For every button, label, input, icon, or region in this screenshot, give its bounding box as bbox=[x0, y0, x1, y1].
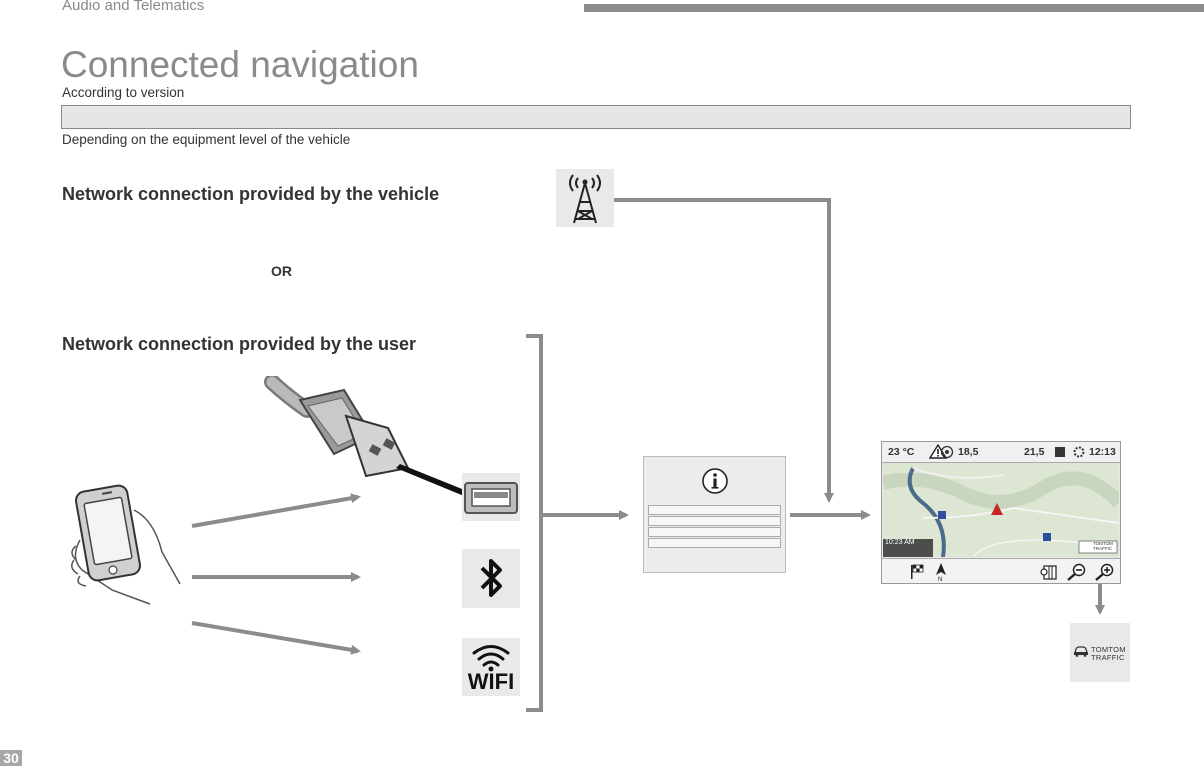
user-connection-heading: Network connection provided by the user bbox=[62, 334, 417, 354]
wifi-label: WIFI bbox=[467, 669, 515, 694]
bluetooth-box bbox=[462, 549, 520, 608]
page-number: 30 bbox=[0, 750, 22, 766]
info-row bbox=[648, 538, 781, 548]
map-view: 10:23 AM TOMTOM TRAFFIC bbox=[882, 463, 1120, 558]
screen-toolbar: N bbox=[882, 558, 1120, 583]
zoom-out-icon[interactable] bbox=[1066, 563, 1086, 581]
version-band bbox=[61, 105, 1131, 129]
signal-icon bbox=[940, 445, 954, 459]
map-graphic bbox=[882, 463, 1120, 558]
tomtom-traffic-box: TOMTOM TRAFFIC bbox=[1070, 623, 1130, 682]
equipment-note: Depending on the equipment level of the … bbox=[62, 132, 351, 147]
svg-text:N: N bbox=[938, 577, 942, 582]
gear-icon bbox=[1073, 446, 1085, 458]
info-icon bbox=[702, 468, 728, 494]
section-header: Audio and Telematics bbox=[62, 0, 205, 14]
version-note: According to version bbox=[62, 85, 185, 100]
usb-port-icon bbox=[464, 482, 518, 514]
tomtom-badge: TOMTOM TRAFFIC bbox=[1093, 541, 1113, 551]
destination-flag-icon[interactable] bbox=[910, 564, 924, 580]
usb-port-box bbox=[462, 473, 520, 521]
tomtom-line1: TOMTOM bbox=[1091, 645, 1126, 654]
eta: 10:23 AM bbox=[885, 539, 915, 546]
wifi-icon bbox=[472, 645, 510, 672]
value-right: 21,5 bbox=[1024, 446, 1045, 458]
info-row bbox=[648, 527, 781, 537]
antenna-icon-box bbox=[556, 169, 614, 227]
info-row bbox=[648, 505, 781, 515]
header-bar bbox=[584, 4, 1204, 12]
phone-wifi-arrow bbox=[191, 621, 361, 655]
navigation-screen: 23 °C 18,5 21,5 12:13 bbox=[881, 441, 1121, 584]
usb-plug-icon bbox=[264, 376, 467, 496]
antenna-icon bbox=[569, 174, 601, 224]
zoom-in-icon[interactable] bbox=[1094, 563, 1114, 581]
temperature: 23 °C bbox=[888, 446, 915, 458]
wifi-box: WIFI bbox=[462, 638, 520, 696]
clock: 12:13 bbox=[1089, 446, 1116, 458]
or-label: OR bbox=[271, 263, 292, 279]
vehicle-connection-heading: Network connection provided by the vehic… bbox=[62, 184, 440, 204]
info-panel bbox=[643, 456, 786, 573]
value-left: 18,5 bbox=[958, 446, 979, 458]
bluetooth-icon bbox=[480, 559, 502, 597]
phone-status-icon bbox=[1055, 447, 1065, 457]
traffic-car-icon bbox=[1074, 646, 1088, 657]
tomtom-line2: TRAFFIC bbox=[1091, 653, 1125, 662]
map-settings-icon[interactable] bbox=[1040, 563, 1058, 581]
screen-status-bar: 23 °C 18,5 21,5 12:13 bbox=[882, 442, 1120, 463]
smartphone-icon bbox=[71, 484, 181, 605]
page-title: Connected navigation bbox=[61, 44, 419, 85]
phone-usb-arrow bbox=[191, 493, 361, 528]
user-bracket bbox=[526, 334, 543, 712]
info-row bbox=[648, 516, 781, 526]
vehicle-arrow bbox=[614, 198, 834, 503]
compass-icon[interactable]: N bbox=[934, 562, 948, 582]
